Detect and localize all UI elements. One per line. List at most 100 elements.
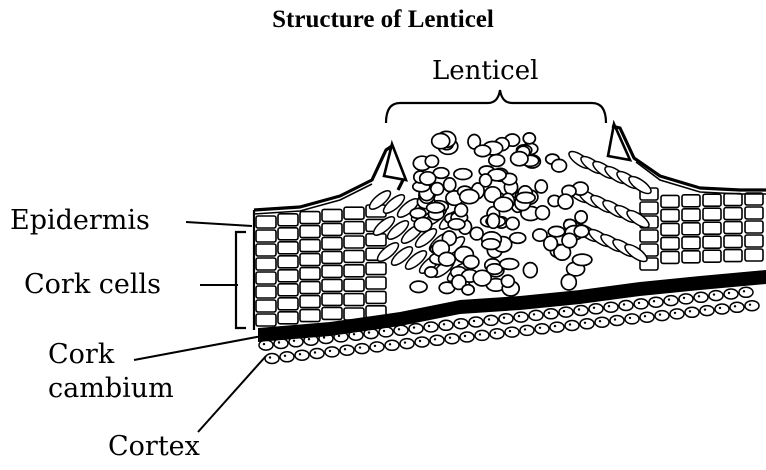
cortex-cell <box>634 299 648 309</box>
cortex-cell <box>589 304 603 314</box>
cortex-cell <box>280 352 294 362</box>
cork-cambium-leader <box>134 336 262 360</box>
cortex-cell-dot <box>443 323 445 325</box>
cortex-cell <box>490 329 504 339</box>
cork-cell <box>344 222 364 234</box>
cortex-cell-dot <box>629 317 631 319</box>
cortex-cell <box>325 347 339 357</box>
complementary-cell <box>487 264 503 275</box>
cork-cell <box>703 250 721 262</box>
cortex-cell-dot <box>668 298 670 300</box>
cortex-cell <box>565 321 579 331</box>
complementary-cell <box>427 203 445 213</box>
complementary-cell <box>535 180 547 193</box>
cortex-cell-dot <box>458 322 460 324</box>
cork-cell <box>322 265 342 277</box>
cortex-cell-dot <box>368 331 370 333</box>
cork-cell <box>256 300 276 312</box>
cortex-cell-dot <box>389 343 391 345</box>
cortex-cell <box>475 330 489 340</box>
cork-cell <box>661 237 679 249</box>
complementary-cell <box>516 192 535 203</box>
cork-cell <box>322 237 342 249</box>
cortex-cell-dot <box>614 318 616 320</box>
cortex-cell-dot <box>704 308 706 310</box>
cortex-cell <box>724 289 738 299</box>
complementary-cell <box>414 218 432 232</box>
complementary-cell <box>410 281 427 292</box>
cortex-cell <box>739 287 753 297</box>
cortex-cell-dot <box>689 310 691 312</box>
cortex-cell-dot <box>338 335 340 337</box>
complementary-cell <box>439 252 456 266</box>
cortex-cell <box>610 316 624 326</box>
cortex-cell-dot <box>299 353 301 355</box>
cortex-cell <box>505 327 519 337</box>
cortex-cell <box>625 314 639 324</box>
cortex-cell <box>514 312 528 322</box>
cortex-cell-dot <box>713 293 715 295</box>
cortex-cell-dot <box>569 323 571 325</box>
cork-cell <box>256 286 276 298</box>
cortex-cell-dot <box>533 313 535 315</box>
cork-cell <box>724 208 742 220</box>
cortex-cell-dot <box>743 290 745 292</box>
cortex-cell-dot <box>269 356 271 358</box>
cortex-cell <box>460 332 474 342</box>
cork-cell <box>256 272 276 284</box>
cork-cell <box>724 194 742 206</box>
cortex-cell <box>574 306 588 316</box>
cortex-cell-dot <box>683 297 685 299</box>
cork-cell <box>322 293 342 305</box>
complementary-cell <box>463 256 479 269</box>
complementary-cell <box>460 190 479 204</box>
cork-cell <box>344 207 364 219</box>
cork-cell <box>745 221 763 233</box>
cortex-cell-dot <box>653 300 655 302</box>
epidermis-leader <box>186 222 252 226</box>
cork-cell <box>724 222 742 234</box>
cortex-cell <box>355 344 369 354</box>
complementary-cell <box>552 159 567 172</box>
cortex-cell-dot <box>284 355 286 357</box>
complementary-cell <box>562 233 577 247</box>
complementary-cell <box>501 275 514 287</box>
complementary-cell <box>448 219 465 230</box>
cork-cell <box>256 230 276 242</box>
cork-cell <box>300 254 320 266</box>
cork-cell <box>745 207 763 219</box>
cortex-cell <box>535 324 549 334</box>
cortex-cell-dot <box>488 318 490 320</box>
cork-cell <box>682 251 700 263</box>
cortex-cell-dot <box>413 326 415 328</box>
lenticel-label: Lenticel <box>432 56 538 86</box>
cork-cells-brace <box>236 232 246 328</box>
cortex-cell <box>439 320 453 330</box>
cork-cell <box>682 223 700 235</box>
cork-cell <box>322 209 342 221</box>
cork-cell <box>300 212 320 224</box>
cork-cell <box>682 237 700 249</box>
cortex-cell-dot <box>548 312 550 314</box>
complementary-cell <box>475 145 491 156</box>
epidermis-label: Epidermis <box>10 206 150 236</box>
cork-cell <box>300 240 320 252</box>
cork-cell <box>278 270 298 282</box>
cortex-cell <box>649 297 663 307</box>
cork-cell <box>745 249 763 261</box>
cork-cell <box>278 284 298 296</box>
cortex-cell-dot <box>518 315 520 317</box>
complementary-cell <box>487 214 499 229</box>
cork-cell <box>724 250 742 262</box>
cortex-cell-dot <box>434 338 436 340</box>
cortex-cell-dot <box>353 333 355 335</box>
cortex-cell <box>385 340 399 350</box>
complementary-cell <box>432 134 450 149</box>
cork-cell <box>703 208 721 220</box>
complementary-cell <box>574 225 589 237</box>
cortex-cell <box>520 325 534 335</box>
cortex-cell <box>409 324 423 334</box>
cortex-cell <box>394 325 408 335</box>
cork-cell <box>300 268 320 280</box>
cortex-label: Cortex <box>108 432 200 462</box>
